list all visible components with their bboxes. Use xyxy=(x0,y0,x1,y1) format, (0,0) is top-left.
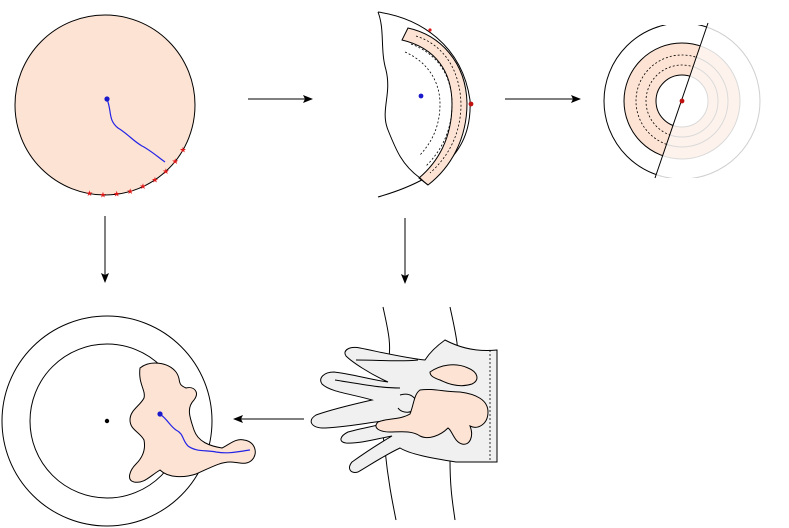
star-icon: ★ xyxy=(99,191,106,200)
annulus-panel xyxy=(1,315,256,527)
star-icon: ★ xyxy=(162,167,169,176)
star-icon: ★ xyxy=(179,146,186,155)
folded-crease-1 xyxy=(355,359,419,362)
slice-top-mark xyxy=(428,28,432,32)
disk-panel: ★★★★★★★★★ xyxy=(14,14,196,200)
star-icon: ★ xyxy=(139,182,146,191)
disk-path xyxy=(106,98,166,163)
slice-band xyxy=(401,27,468,186)
boundary-stars: ★★★★★★★★★ xyxy=(86,146,187,200)
star-icon: ★ xyxy=(127,187,134,196)
star-icon: ★ xyxy=(172,157,179,166)
halfplane-center-dot xyxy=(679,98,685,104)
halfplane-panel xyxy=(603,22,761,179)
slice-blue-dot xyxy=(418,93,424,99)
annulus-center-dot xyxy=(104,418,110,424)
folded-pink-1 xyxy=(429,364,478,387)
slice-wavy-edge xyxy=(377,11,429,186)
folded-panel xyxy=(310,306,498,521)
folded-pink-2 xyxy=(375,388,489,445)
star-icon: ★ xyxy=(86,189,93,198)
star-icon: ★ xyxy=(151,175,158,184)
slice-panel xyxy=(377,11,474,198)
annulus-path xyxy=(159,413,251,454)
slice-dotted-arc-2 xyxy=(410,43,453,167)
disk-region xyxy=(14,14,196,196)
disk-center-dot xyxy=(104,96,110,102)
star-icon: ★ xyxy=(113,190,120,199)
slice-dotted-arc-3 xyxy=(404,51,441,156)
annulus-blue-dot xyxy=(157,411,163,417)
folded-crease-2 xyxy=(334,379,401,389)
slice-red-dot xyxy=(468,101,474,107)
